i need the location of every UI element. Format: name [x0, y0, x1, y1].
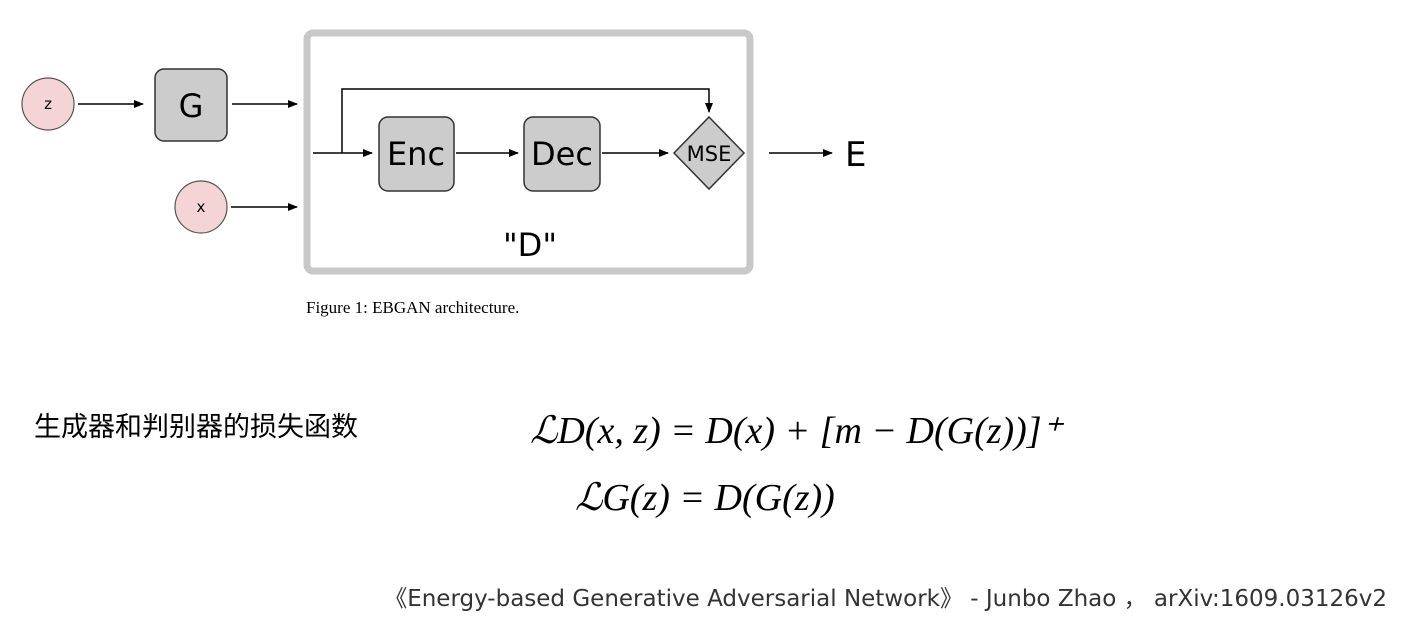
loss-function-heading: 生成器和判别器的损失函数 [34, 412, 358, 443]
mse-diamond [672, 115, 746, 191]
encoder-label: Enc [387, 135, 445, 173]
input-x-node [174, 180, 228, 234]
encoder-block [378, 116, 455, 192]
discriminator-loss-equation: ℒD(x, z) = D(x) + [m − D(G(z))]⁺ [530, 410, 1062, 452]
decoder-block [523, 116, 601, 192]
generator-label: G [179, 87, 204, 125]
input-z-node [21, 77, 75, 131]
discriminator-frame [303, 29, 754, 275]
ebgan-architecture-diagram: z x G Enc Dec MSE E "D" [21, 29, 866, 275]
generator-block [154, 68, 228, 142]
energy-output-label: E [845, 135, 866, 175]
discriminator-label: "D" [503, 226, 557, 264]
decoder-label: Dec [531, 135, 593, 173]
input-x-label: x [197, 198, 206, 216]
skip-connection-to-mse [341, 88, 713, 153]
input-z-label: z [44, 95, 52, 113]
figure-caption: Figure 1: EBGAN architecture. [306, 298, 520, 317]
mse-label: MSE [687, 142, 732, 166]
paper-citation: 《Energy-based Generative Adversarial Net… [384, 586, 1387, 612]
generator-loss-equation: ℒG(z) = D(G(z)) [575, 477, 835, 519]
